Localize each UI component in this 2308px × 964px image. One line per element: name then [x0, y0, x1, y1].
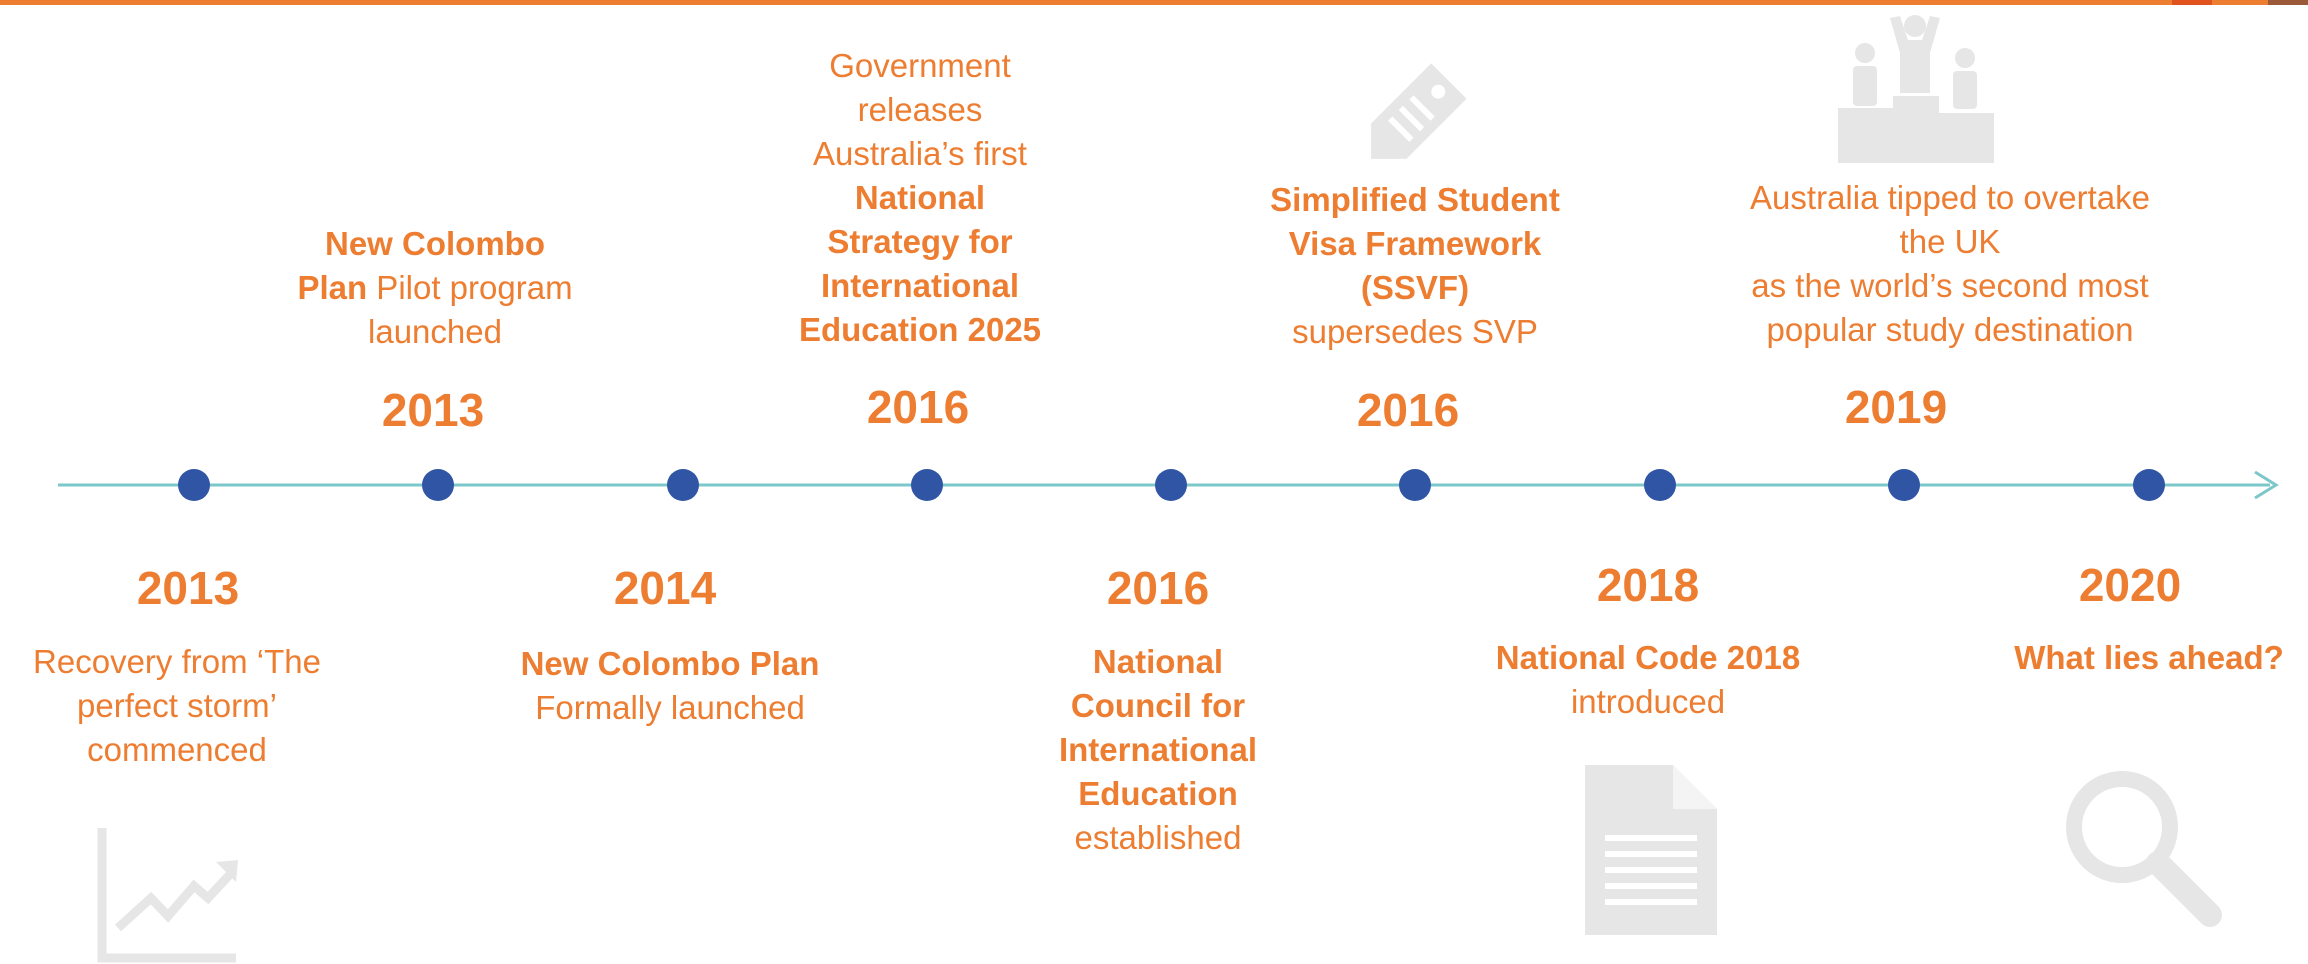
event-text: Pilot program: [367, 269, 573, 306]
event-text: established: [1074, 819, 1242, 856]
timeline-dot: [667, 469, 699, 501]
top-accent-block-dark: [2268, 0, 2308, 5]
event-text-bold: Education: [1078, 775, 1238, 812]
timeline-dot: [422, 469, 454, 501]
event-top-2-year: 2016: [866, 381, 970, 433]
event-text-bold: Visa Framework: [1288, 225, 1542, 262]
top-accent-bar: [0, 0, 2308, 5]
event-text-bold: Education 2025: [798, 311, 1042, 348]
event-text-bold: National Code 2018: [1495, 639, 1801, 676]
event-text: Formally launched: [535, 689, 805, 726]
event-bottom-2-year: 2014: [613, 562, 717, 614]
event-text-bold: Strategy for: [827, 223, 1013, 260]
document-icon: [1585, 765, 1717, 935]
event-text: Australia tipped to overtake: [1750, 179, 2150, 216]
event-text: Australia’s first: [813, 135, 1027, 172]
event-top-1-year: 2013: [381, 384, 485, 436]
event-text: popular study destination: [1766, 311, 2134, 348]
event-bottom-3-year: 2016: [1106, 562, 1210, 614]
price-tag-icon: [1371, 63, 1467, 159]
top-accent-block: [2172, 0, 2212, 5]
event-text-bold: New Colombo: [325, 225, 545, 262]
timeline-dot: [2133, 469, 2165, 501]
event-text-bold: Plan: [297, 269, 368, 306]
event-bottom-4-year: 2018: [1596, 559, 1700, 611]
event-top-3-desc: Simplified Student Visa Framework (SSVF)…: [1230, 178, 1600, 354]
timeline-arrowhead: [2254, 470, 2279, 500]
timeline-dot: [1644, 469, 1676, 501]
timeline-dot: [1888, 469, 1920, 501]
timeline-dot: [911, 469, 943, 501]
timeline-dot: [178, 469, 210, 501]
event-text: Government: [829, 47, 1011, 84]
chart-up-icon: [97, 828, 238, 963]
event-text: supersedes SVP: [1292, 313, 1538, 350]
event-text: the UK: [1899, 223, 2001, 260]
event-text-bold: International: [1058, 731, 1258, 768]
event-text-bold: International: [820, 267, 1020, 304]
event-text: releases: [857, 91, 983, 128]
timeline-dot: [1399, 469, 1431, 501]
event-text: commenced: [87, 731, 267, 768]
timeline-dot: [1155, 469, 1187, 501]
event-top-2-desc: Government releases Australia’s first Na…: [730, 44, 1110, 352]
event-bottom-1-desc: Recovery from ‘The perfect storm’ commen…: [0, 640, 354, 772]
event-text: launched: [368, 313, 502, 350]
event-bottom-3-desc: National Council for International Educa…: [1008, 640, 1308, 860]
event-text: perfect storm’: [77, 687, 277, 724]
event-text: introduced: [1570, 683, 1726, 720]
event-bottom-5-desc: What lies ahead?: [1990, 636, 2308, 680]
event-text: Recovery from ‘The: [33, 643, 321, 680]
event-text-bold: National: [1092, 643, 1224, 680]
event-text: as the world’s second most: [1751, 267, 2149, 304]
podium-icon: [1838, 15, 1994, 163]
event-text-bold: Simplified Student: [1270, 181, 1560, 218]
magnifier-icon: [2066, 771, 2222, 927]
event-text-bold: National: [854, 179, 986, 216]
event-top-3-year: 2016: [1356, 384, 1460, 436]
event-top-1-desc: New Colombo Plan Pilot program launched: [250, 222, 620, 354]
event-text-bold: What lies ahead?: [2014, 639, 2284, 676]
event-top-4-year: 2019: [1844, 381, 1948, 433]
event-text-bold: New Colombo Plan: [520, 645, 820, 682]
event-bottom-2-desc: New Colombo Plan Formally launched: [480, 642, 860, 730]
event-top-4-desc: Australia tipped to overtake the UK as t…: [1690, 176, 2210, 352]
event-text-bold: (SSVF): [1360, 269, 1470, 306]
event-bottom-1-year: 2013: [136, 562, 240, 614]
event-bottom-4-desc: National Code 2018 introduced: [1438, 636, 1858, 724]
event-text-bold: Council for: [1070, 687, 1246, 724]
event-bottom-5-year: 2020: [2078, 559, 2182, 611]
